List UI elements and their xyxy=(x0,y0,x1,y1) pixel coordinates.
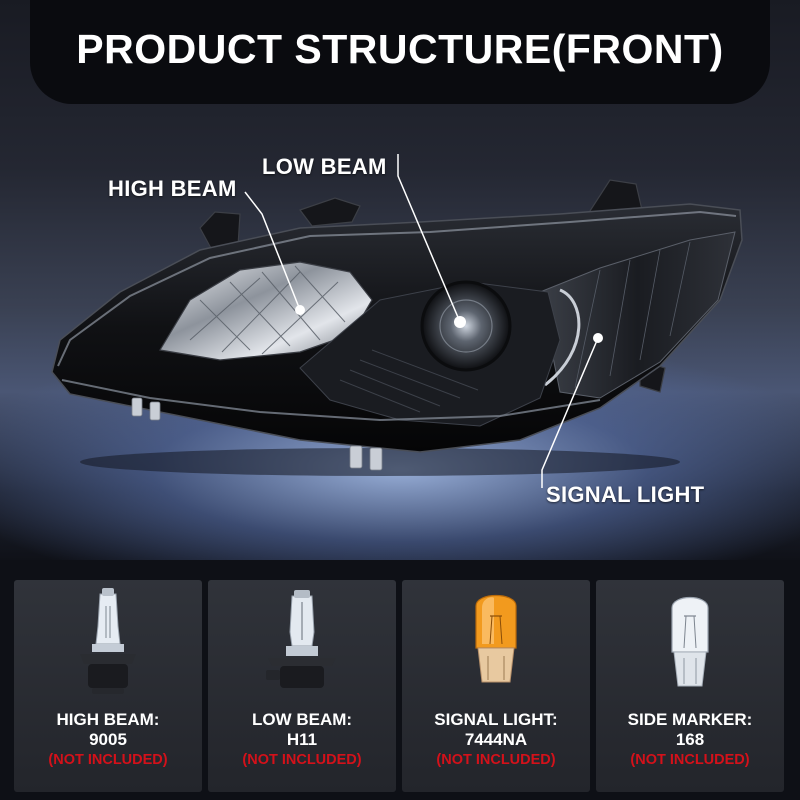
bulb-name: SIDE MARKER: xyxy=(627,710,753,729)
callout-signal-light: SIGNAL LIGHT xyxy=(546,482,705,507)
bulb-card-signal-light: SIGNAL LIGHT: 7444NA (NOT INCLUDED) xyxy=(402,580,590,792)
not-included-note: (NOT INCLUDED) xyxy=(48,752,168,768)
halogen-bulb-9005-icon xyxy=(80,588,136,694)
headlight-image xyxy=(51,154,743,488)
bulb-card-low-beam: LOW BEAM: H11 (NOT INCLUDED) xyxy=(208,580,396,792)
not-included-note: (NOT INCLUDED) xyxy=(630,752,750,768)
bulb-name: LOW BEAM: xyxy=(251,710,353,729)
bulb-card-high-beam: HIGH BEAM: 9005 (NOT INCLUDED) xyxy=(14,580,202,792)
bulb-name: SIGNAL LIGHT: xyxy=(434,710,558,729)
halogen-bulb-h11-icon xyxy=(266,590,336,688)
callout-high-beam: HIGH BEAM xyxy=(108,176,237,201)
title-bar: PRODUCT STRUCTURE(FRONT) xyxy=(30,0,770,104)
page-title: PRODUCT STRUCTURE(FRONT) xyxy=(76,25,724,72)
product-stage: PRODUCT STRUCTURE(FRONT) xyxy=(0,0,800,560)
not-included-note: (NOT INCLUDED) xyxy=(436,752,556,768)
callout-low-beam: LOW BEAM xyxy=(262,154,387,179)
clear-wedge-bulb-icon xyxy=(671,596,709,687)
not-included-note: (NOT INCLUDED) xyxy=(242,752,362,768)
bulb-code: 7444NA xyxy=(464,730,528,749)
bulb-card-side-marker: SIDE MARKER: 168 (NOT INCLUDED) xyxy=(596,580,784,792)
bulb-name: HIGH BEAM: xyxy=(56,710,160,729)
bulb-code: 168 xyxy=(675,730,705,749)
bulb-code: H11 xyxy=(286,730,318,749)
amber-wedge-bulb-icon xyxy=(475,595,517,683)
bulb-cards: HIGH BEAM: 9005 (NOT INCLUDED) LOW BEAM:… xyxy=(0,572,800,800)
bulb-code: 9005 xyxy=(89,730,127,749)
